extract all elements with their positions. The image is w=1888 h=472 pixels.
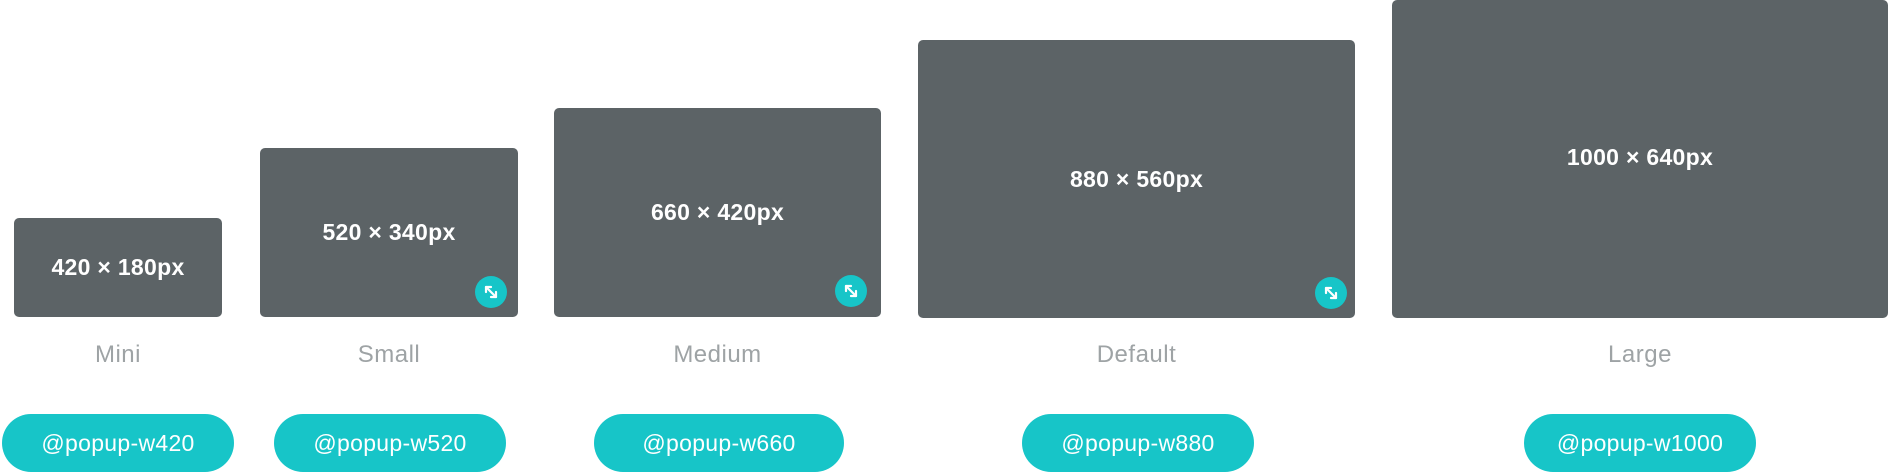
popup-tag-default[interactable]: @popup-w880 bbox=[1022, 414, 1254, 472]
popup-size-label: 420 × 180px bbox=[51, 254, 185, 280]
popup-tag-mini[interactable]: @popup-w420 bbox=[2, 414, 234, 472]
popup-name-large: Large bbox=[1608, 341, 1672, 368]
popup-preview-mini: 420 × 180px bbox=[14, 218, 222, 317]
resize-icon[interactable] bbox=[1315, 277, 1347, 309]
popup-size-label: 1000 × 640px bbox=[1566, 144, 1714, 170]
popup-tag-small[interactable]: @popup-w520 bbox=[274, 414, 506, 472]
popup-name-small: Small bbox=[357, 341, 421, 368]
popup-size-label: 520 × 340px bbox=[322, 219, 456, 245]
popup-size-label: 660 × 420px bbox=[650, 199, 785, 225]
popup-tag-medium[interactable]: @popup-w660 bbox=[594, 414, 844, 472]
popup-name-medium: Medium bbox=[673, 341, 762, 368]
popup-size-label: 880 × 560px bbox=[1069, 165, 1204, 192]
popup-tag-large[interactable]: @popup-w1000 bbox=[1524, 414, 1756, 472]
popup-preview-medium: 660 × 420px bbox=[554, 108, 881, 317]
resize-icon[interactable] bbox=[835, 275, 867, 307]
popup-preview-default: 880 × 560px bbox=[918, 40, 1355, 318]
popup-name-default: Default bbox=[1096, 341, 1177, 368]
resize-icon[interactable] bbox=[475, 276, 507, 308]
popup-name-mini: Mini bbox=[94, 341, 141, 368]
popup-preview-small: 520 × 340px bbox=[260, 148, 518, 317]
popup-preview-large: 1000 × 640px bbox=[1392, 0, 1888, 318]
